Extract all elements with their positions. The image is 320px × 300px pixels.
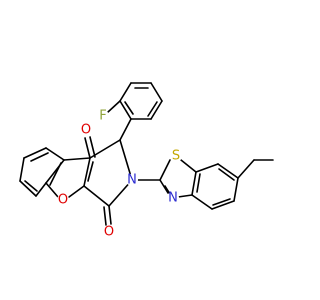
bond <box>159 179 169 194</box>
bond <box>124 101 134 115</box>
structure-diagram: F O O O N S N <box>19 82 274 240</box>
bond <box>107 100 121 113</box>
bond <box>108 205 112 225</box>
bond <box>83 157 91 187</box>
bond <box>24 180 38 192</box>
imide-oxygen-label: O <box>104 225 114 240</box>
bond <box>150 82 163 102</box>
bond <box>218 168 235 181</box>
bond <box>195 163 219 173</box>
bond <box>119 118 132 141</box>
bond <box>23 147 47 159</box>
bond <box>196 173 201 193</box>
bond <box>233 177 239 202</box>
bond <box>49 162 62 186</box>
bond <box>237 159 255 179</box>
bond <box>83 185 110 207</box>
bond <box>159 159 171 181</box>
bond <box>63 157 91 161</box>
bond <box>119 100 132 120</box>
label-background <box>103 226 115 238</box>
bond <box>45 147 65 161</box>
bond <box>35 182 47 197</box>
bond <box>147 101 158 117</box>
bond <box>45 182 59 198</box>
bond <box>19 157 25 182</box>
bond <box>164 185 171 195</box>
bond <box>150 100 163 120</box>
bond <box>191 194 213 210</box>
label-background <box>170 150 182 162</box>
bond <box>84 137 91 159</box>
bond <box>177 194 193 198</box>
bond <box>180 159 197 173</box>
bond <box>89 136 96 158</box>
ring-oxygen-label: O <box>58 193 68 208</box>
bond <box>217 163 239 179</box>
bond <box>19 180 37 197</box>
thiazole-nitrogen-label: N <box>168 191 178 206</box>
sulfur-label: S <box>172 149 180 164</box>
bond <box>212 198 231 206</box>
label-background <box>80 124 92 136</box>
label-background <box>126 174 138 186</box>
label-background <box>97 110 109 122</box>
bond <box>191 171 197 196</box>
atom-labels: F O O O N S N <box>57 109 182 240</box>
bond <box>119 82 132 102</box>
label-background <box>57 194 69 206</box>
bonds <box>19 82 274 226</box>
ketone-oxygen-label: O <box>81 123 91 138</box>
bond <box>68 185 85 198</box>
bond <box>103 206 107 226</box>
molecule-canvas: F O O O N S N <box>19 82 274 240</box>
bond <box>211 200 235 210</box>
fluorine-label: F <box>99 109 106 124</box>
pyrrole-nitrogen-label: N <box>127 173 137 188</box>
label-background <box>167 192 179 204</box>
bond <box>30 152 49 162</box>
bond <box>119 139 133 181</box>
bond <box>87 161 94 182</box>
